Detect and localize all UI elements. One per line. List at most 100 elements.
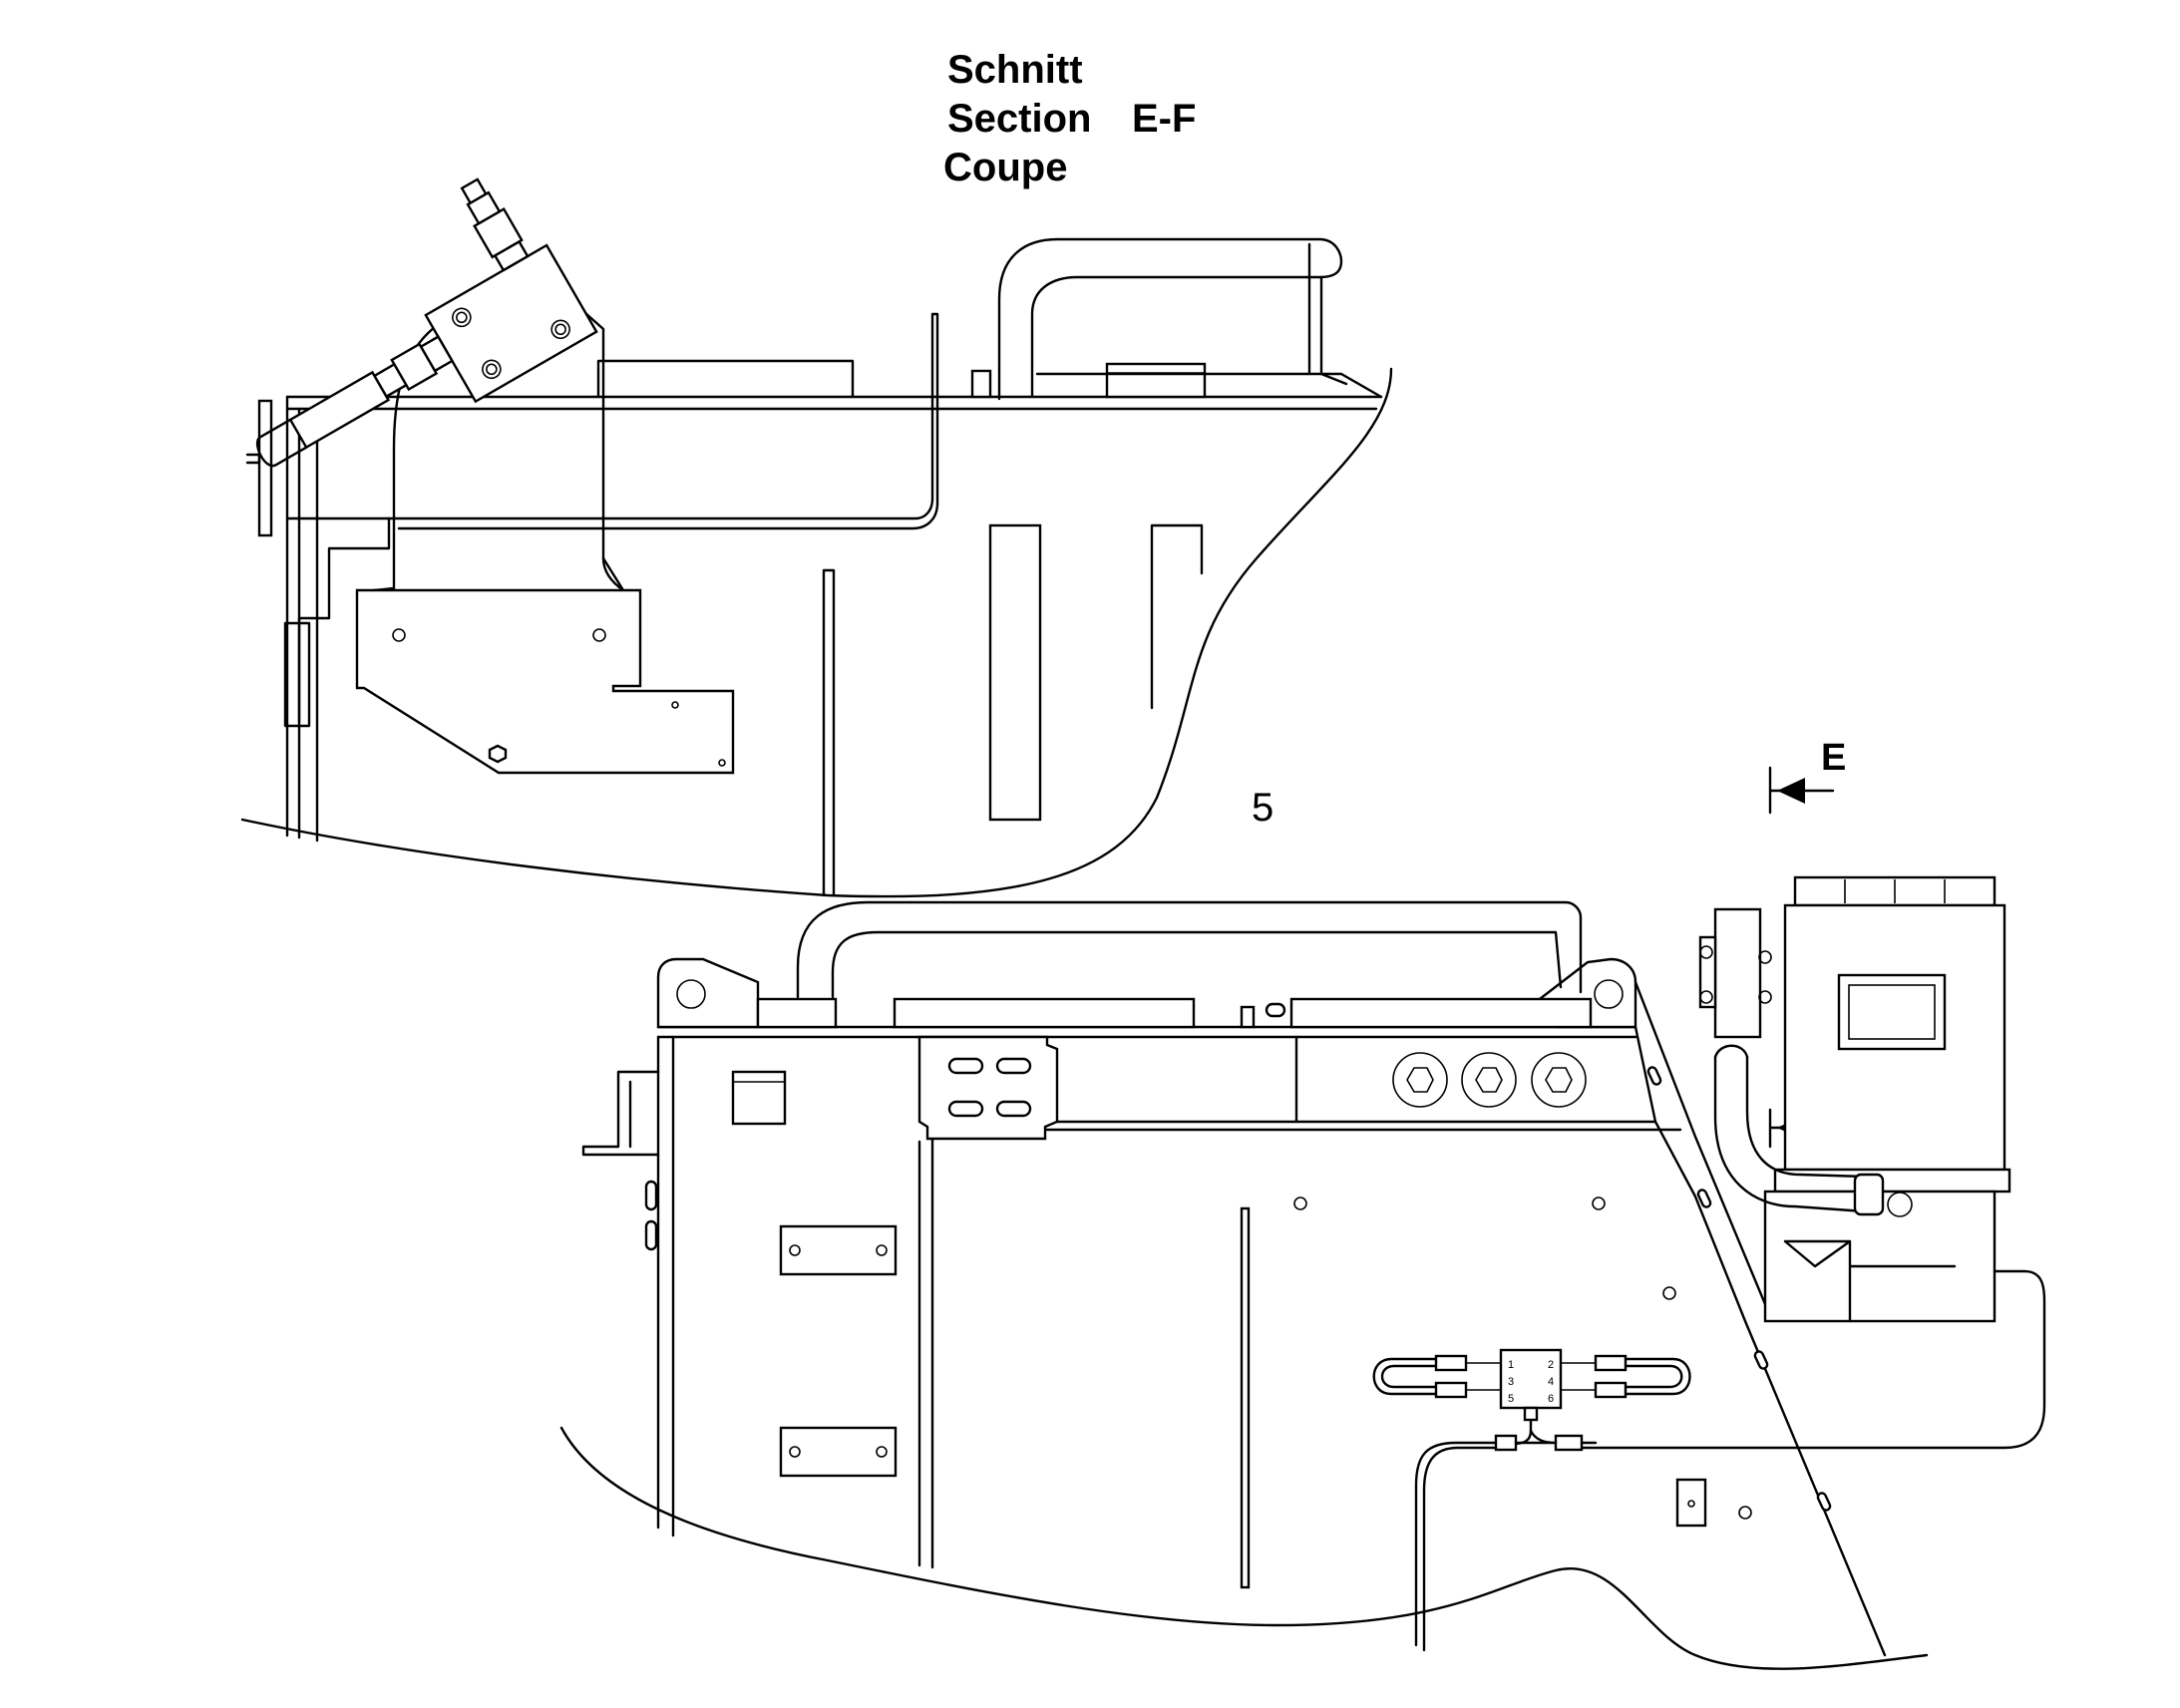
loop-right xyxy=(1624,1357,1691,1396)
lower-clamp-1 xyxy=(756,997,838,1029)
mount-hole-4 xyxy=(718,759,726,767)
mount-hole-2 xyxy=(592,628,606,642)
sensor-hose-outer xyxy=(1713,1055,1867,1213)
lower-plate-2 xyxy=(779,1426,898,1478)
lower-plate-1 xyxy=(779,1224,898,1276)
lower-bracket-left-hole xyxy=(676,979,706,1009)
lower-edge-slot-3 xyxy=(1816,1492,1832,1512)
sensor-base-inner xyxy=(1783,1239,1957,1323)
lower-frame-left xyxy=(656,1035,675,1537)
cover-slot-2 xyxy=(995,1057,1032,1075)
upper-handle xyxy=(997,237,1343,401)
hex-bolt-row xyxy=(1392,1052,1587,1108)
connector-left-links xyxy=(1466,1362,1506,1391)
sensor-hose-cap xyxy=(1713,1044,1749,1059)
lower-small-plate xyxy=(1675,1478,1707,1528)
lower-cover-plate xyxy=(917,1035,1059,1141)
manifold-bolt-1-inner xyxy=(456,311,468,324)
lower-left-slot-2 xyxy=(644,1219,658,1251)
upper-clamp xyxy=(1105,362,1207,399)
lower-top-slot xyxy=(1265,1002,1286,1018)
lower-edge-slot-4 xyxy=(1646,1066,1662,1086)
lower-hole-3 xyxy=(1662,1286,1676,1300)
sensor-hose-inner xyxy=(1745,1055,1867,1179)
cable-down-left-2 xyxy=(1422,1446,1498,1652)
manifold-bolt-3-inner xyxy=(486,363,498,376)
sensor-bracket-bolt-3 xyxy=(1699,945,1713,959)
sensor-bracket-bolt-4 xyxy=(1699,990,1713,1004)
hex-bolt-2-head xyxy=(1475,1067,1503,1093)
pin-2: 2 xyxy=(1548,1359,1554,1371)
cover-slot-3 xyxy=(947,1100,984,1118)
sensor-window-inner xyxy=(1848,984,1936,1040)
section-title: Schnitt Section E-F Coupe xyxy=(943,48,1196,189)
sensor-side-bracket xyxy=(1713,907,1762,1039)
upper-rail xyxy=(387,312,939,530)
arrow-e-label: E xyxy=(1821,737,1846,779)
pin-1: 1 xyxy=(1508,1359,1514,1371)
lower-bracket-left xyxy=(656,957,760,1029)
upper-break-line xyxy=(240,367,1393,898)
upper-small-post xyxy=(970,369,992,399)
lower-handle-inner xyxy=(831,930,1563,999)
sensor-band xyxy=(1773,1168,2011,1194)
sensor-cable xyxy=(1574,1269,2046,1450)
pin-3: 3 xyxy=(1508,1376,1514,1388)
loop-left xyxy=(1372,1357,1438,1396)
lower-diagonal-edge-2 xyxy=(1634,980,1772,1318)
connector-left-2 xyxy=(1434,1381,1468,1399)
loop-left-inner xyxy=(1380,1364,1438,1389)
valve-mount-plate xyxy=(355,588,735,775)
cable-down-left xyxy=(1414,1441,1498,1647)
cover-slot-4 xyxy=(995,1100,1032,1118)
lower-hole-4 xyxy=(1738,1506,1752,1520)
upper-slot-2 xyxy=(1150,523,1204,710)
terminal-box xyxy=(1499,1348,1563,1410)
hose-sleeve xyxy=(288,370,391,450)
valve-tower-base xyxy=(372,556,625,592)
manifold-bolt-2-inner xyxy=(554,323,566,336)
lower-handle xyxy=(796,900,1583,999)
lower-diagonal-edge xyxy=(1634,1025,1887,1657)
sensor-window xyxy=(1837,973,1947,1051)
mount-hole-1 xyxy=(392,628,406,642)
lower-view: 1 2 3 4 5 6 xyxy=(559,875,2046,1670)
lower-square-plate xyxy=(731,1070,787,1126)
hose-end xyxy=(255,418,308,468)
lower-top-post xyxy=(1240,1005,1256,1029)
sensor-hose-fitting xyxy=(1853,1173,1885,1216)
connector-right-2 xyxy=(1594,1381,1628,1399)
sensor-hose-nut xyxy=(1887,1192,1913,1217)
upper-slot-1 xyxy=(988,523,1042,822)
lower-bracket-right-hole xyxy=(1594,979,1624,1009)
sensor-bracket-bolt-1 xyxy=(1758,950,1772,964)
cable-connector-left xyxy=(1494,1434,1518,1452)
title-section: Section xyxy=(947,97,1091,141)
lower-top-bar-2 xyxy=(1289,997,1593,1029)
title-schnitt: Schnitt xyxy=(947,48,1083,92)
manifold-bolt-3 xyxy=(482,359,502,380)
manifold-block xyxy=(424,243,598,404)
pin-5: 5 xyxy=(1508,1393,1514,1405)
lower-plate-1-hole-1 xyxy=(789,1244,801,1256)
upper-handle-3 xyxy=(1319,275,1348,386)
lower-small-plate-hole xyxy=(1687,1500,1695,1508)
terminal-box-assembly: 1 2 3 4 5 6 xyxy=(1372,1348,1691,1652)
connector-right-links xyxy=(1561,1362,1601,1391)
manifold-bolt-2 xyxy=(550,319,570,340)
lower-left-slot-1 xyxy=(644,1180,658,1211)
lower-plate-2-hole-2 xyxy=(876,1446,888,1458)
hex-bolt-1 xyxy=(1392,1052,1448,1108)
mount-nut xyxy=(488,744,508,764)
connector-right-1 xyxy=(1594,1354,1628,1372)
lower-hole-2 xyxy=(1592,1196,1606,1210)
sensor-assembly xyxy=(1574,875,2046,1450)
mount-hole-3 xyxy=(671,701,679,709)
hex-bolt-1-head xyxy=(1406,1067,1434,1093)
lower-hole-1 xyxy=(1293,1196,1307,1210)
lower-frame-inner-1 xyxy=(917,1133,934,1569)
connector-left-1 xyxy=(1434,1354,1468,1372)
cover-slot-1 xyxy=(947,1057,984,1075)
lower-plate-2-hole-1 xyxy=(789,1446,801,1458)
